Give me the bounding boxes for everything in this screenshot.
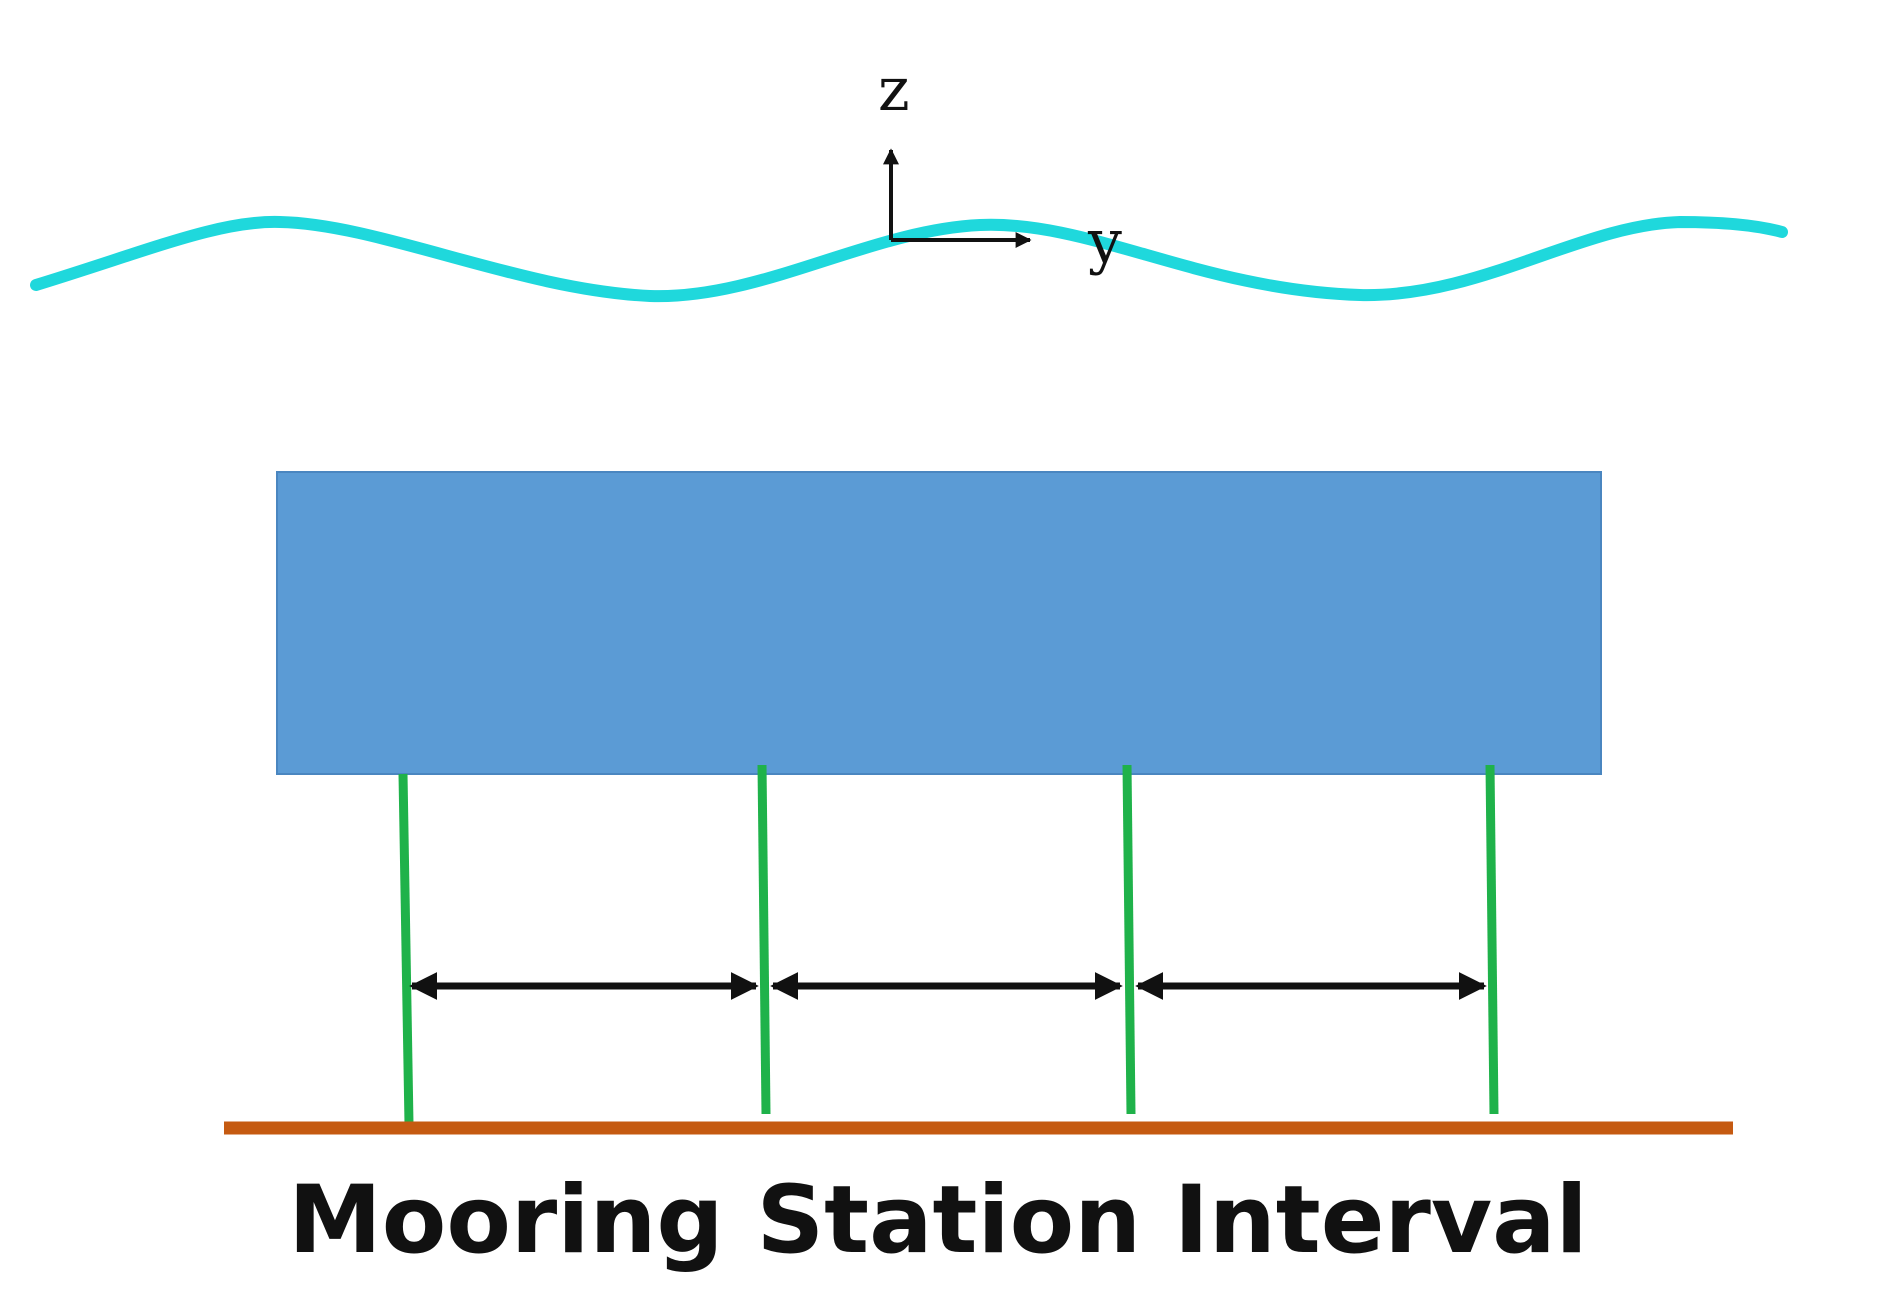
diagram-caption: Mooring Station Interval [288,1166,1588,1275]
mooring-lines [398,764,1499,1125]
mooring-line-2 [757,764,771,1115]
water-surface-wave [30,215,1788,303]
floating-body [276,471,1602,775]
z-axis-label: z [878,55,910,125]
mooring-line-1 [398,773,414,1125]
mooring-line-4 [1485,764,1499,1115]
y-axis-label: y [1087,207,1122,277]
coordinate-axes: z y [878,55,1122,277]
mooring-line-3 [1122,764,1136,1115]
